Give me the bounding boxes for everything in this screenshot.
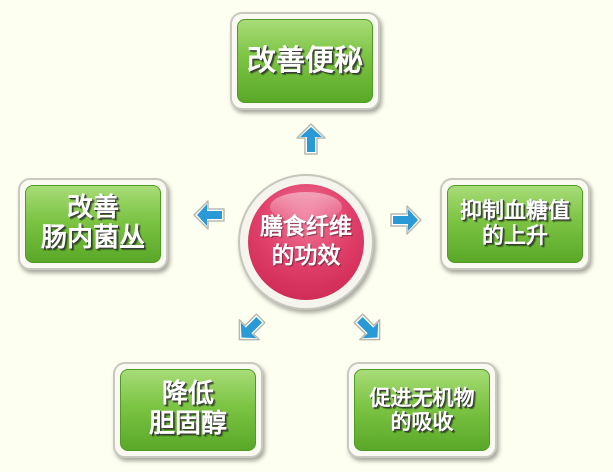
effect-label-line2: 肠内菌丛 xyxy=(40,223,145,253)
effect-box-inner: 改善 肠内菌丛 xyxy=(25,185,161,263)
arrow-up-icon xyxy=(296,123,326,155)
effect-label-line1: 改善 xyxy=(66,193,119,224)
effect-box-improve-gut-flora: 改善 肠内菌丛 xyxy=(18,178,168,270)
arrow-left-icon xyxy=(193,200,225,230)
effect-box-inner: 降低 胆固醇 xyxy=(120,369,256,451)
effect-box-inner: 改善便秘 xyxy=(237,19,373,103)
effect-box-relieve-constipation: 改善便秘 xyxy=(230,12,380,110)
arrow-down-right-icon xyxy=(353,313,381,341)
effect-label-line2: 胆固醇 xyxy=(148,409,227,439)
center-circle-inner: 膳食纤维 的功效 xyxy=(248,184,364,300)
effect-label-line1: 降低 xyxy=(161,379,214,410)
effect-box-lower-cholesterol: 降低 胆固醇 xyxy=(113,362,263,458)
effect-label-line2: 的上升 xyxy=(481,224,548,249)
center-circle: 膳食纤维 的功效 xyxy=(238,174,374,310)
effect-label-line1: 抑制血糖值 xyxy=(459,198,570,224)
center-title-line2: 的功效 xyxy=(271,243,341,269)
effect-box-inner: 促进无机物 的吸收 xyxy=(354,369,490,451)
effect-label-line2: 的吸收 xyxy=(390,410,454,434)
arrow-right-icon xyxy=(390,205,422,235)
effect-label: 改善便秘 xyxy=(246,43,363,78)
effect-box-promote-mineral-absorption: 促进无机物 的吸收 xyxy=(347,362,497,458)
effect-box-suppress-blood-sugar: 抑制血糖值 的上升 xyxy=(440,178,590,270)
center-title-line1: 膳食纤维 xyxy=(260,214,352,241)
effect-box-inner: 抑制血糖值 的上升 xyxy=(447,185,583,263)
arrow-down-left-icon xyxy=(238,313,266,341)
effect-label-line1: 促进无机物 xyxy=(369,385,475,410)
